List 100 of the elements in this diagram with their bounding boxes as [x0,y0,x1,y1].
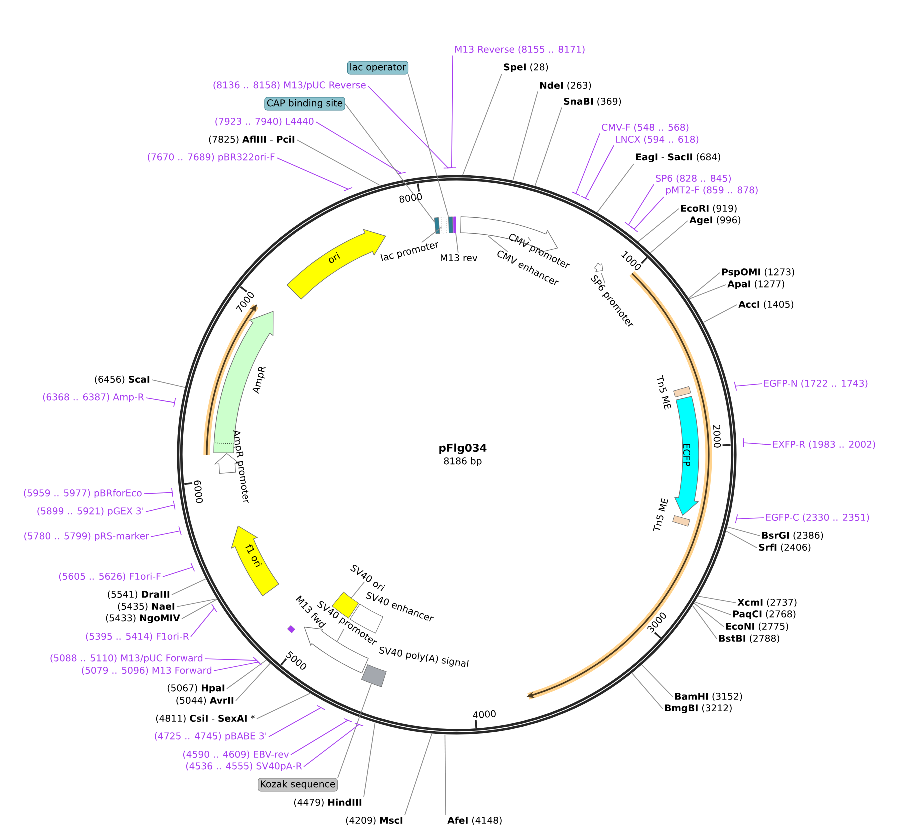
leader-line [162,562,196,578]
leader-line [694,602,732,616]
tick-label: 8000 [400,193,422,203]
title: pFlg034 [440,444,487,454]
primer-label: EGFP-N (1722 .. 1743) [764,380,868,388]
feature-box [440,216,448,234]
primer-label: (5395 .. 5414) F1ori-R [86,632,190,642]
leader-line [256,693,311,720]
leader-line [735,514,764,524]
leader-line [581,145,614,201]
leader-line [290,718,353,756]
restriction-site-label: AccI (1405) [738,300,794,310]
restriction-site-label: AfeI (4148) [448,816,502,826]
primer-label: (7670 .. 7689) pBR322ori-F [148,153,275,163]
restriction-site-label: BmgBI (3212) [665,704,732,714]
leader-line [336,628,344,642]
leader-line [422,226,442,244]
restriction-site-label: PaqCI (2768) [733,610,796,620]
primer-label: EGFP-C (2330 .. 2351) [766,514,870,522]
leader-line [190,604,218,638]
feature-label-box: CAP binding site [264,97,346,111]
feature-label: SV40 poly(A) signal [379,647,469,668]
leader-line [601,272,606,284]
leader-line [444,734,446,816]
leader-line [624,184,654,228]
restriction-site-label: PspOMI (1273) [722,268,794,278]
restriction-site-label: (4811) CsiI - SexAI* [156,714,256,724]
primer-label: (5605 .. 5626) F1ori-F [59,572,161,582]
primer-label: LNCX (594 .. 618) [616,136,699,144]
restriction-site-label: SnaBI (369) [564,98,622,106]
tick-label: 4000 [473,710,496,718]
leader-line [172,578,206,596]
restriction-site-label: (4479) HindIII [294,798,362,808]
primer-label: SP6 (828 .. 845) [656,174,732,184]
restriction-site-label: BsrGI (2386) [762,532,824,540]
primer-label: CMV-F (548 .. 568) [602,124,689,132]
feature-label: Tn5 ME [656,375,672,410]
primer-label: (5780 .. 5799) pRS-marker [24,532,150,542]
leader-line [703,304,738,323]
primer-label: (5899 .. 5921) pGEX 3' [38,508,144,516]
leader-line [351,582,366,598]
primer-label: pMT2-F (859 .. 878) [666,186,758,196]
restriction-site-label: (7825) AflIII - PciI [209,136,295,144]
leader-line [698,596,736,604]
leader-line [638,208,680,242]
primer-label: (4725 .. 4745) pBABE 3' [155,732,266,742]
leader-line [726,530,758,548]
tick-label: 2000 [714,425,722,448]
leader-line [146,500,176,512]
primer-label: (8136 .. 8158) M13/pUC Reverse [214,82,366,90]
leader-line [642,664,674,698]
leader-line [688,272,720,299]
leader-line [268,705,326,738]
leader-line [152,380,186,388]
leader-line [692,606,718,640]
feature-box [434,218,440,234]
primer-label: M13 Reverse (8155 .. 8171) [456,46,585,54]
promoter-feature [594,263,604,272]
restriction-site-label: (6456) ScaI [95,376,150,384]
restriction-site-label: AgeI (996) [690,216,741,226]
restriction-site-label: BamHI (3152) [675,692,742,702]
primer-label: (4536 .. 4555) SV40pA-R [186,762,302,772]
restriction-site-label: XcmI (2737) [738,598,797,608]
leader-line [408,74,450,218]
primer-label: EXFP-R (1983 .. 2002) [774,440,876,450]
leader-line [630,196,664,233]
leader-line [144,488,174,498]
leader-line [488,236,508,252]
leader-line [572,133,600,196]
leader-line [296,140,381,186]
feature-label: AmpR promoter [233,430,249,504]
leader-line [689,284,726,300]
restriction-site-label: SrfI (2406) [759,544,811,552]
leader-line [650,220,688,254]
restriction-site-label: EagI - SacII (684) [636,153,720,163]
tick-label: 6000 [194,480,204,504]
leader-line [512,91,538,182]
leader-line [226,660,267,690]
leader-line [734,382,762,392]
leader-line [528,236,532,242]
sequence-length: 8186 bp [444,457,482,467]
leader-line [404,734,432,816]
feature-label: Tn5 ME [653,498,669,531]
restriction-site-label: EcoNI (2775) [726,622,788,632]
leader-line [150,526,182,538]
leader-line [364,722,376,798]
restriction-site-label: (5435) NaeI [118,602,175,612]
leader-line [338,683,372,779]
leader-line [182,599,218,620]
restriction-site-label: SpeI (28) [504,64,548,73]
leader-line [146,398,176,408]
restriction-site-label: NdeI (263) [540,82,592,90]
feature-label: M13 rev [441,254,478,262]
feature-label-box: Kozak sequence [258,778,338,792]
feature-label-box: lac operator [347,61,409,75]
leader-line [304,722,364,768]
leader-line [462,74,502,176]
restriction-site-label: (5541) DraIII [108,590,170,600]
primer-label: (5959 .. 5977) pBRforEco [24,489,142,499]
leader-line [316,122,406,175]
